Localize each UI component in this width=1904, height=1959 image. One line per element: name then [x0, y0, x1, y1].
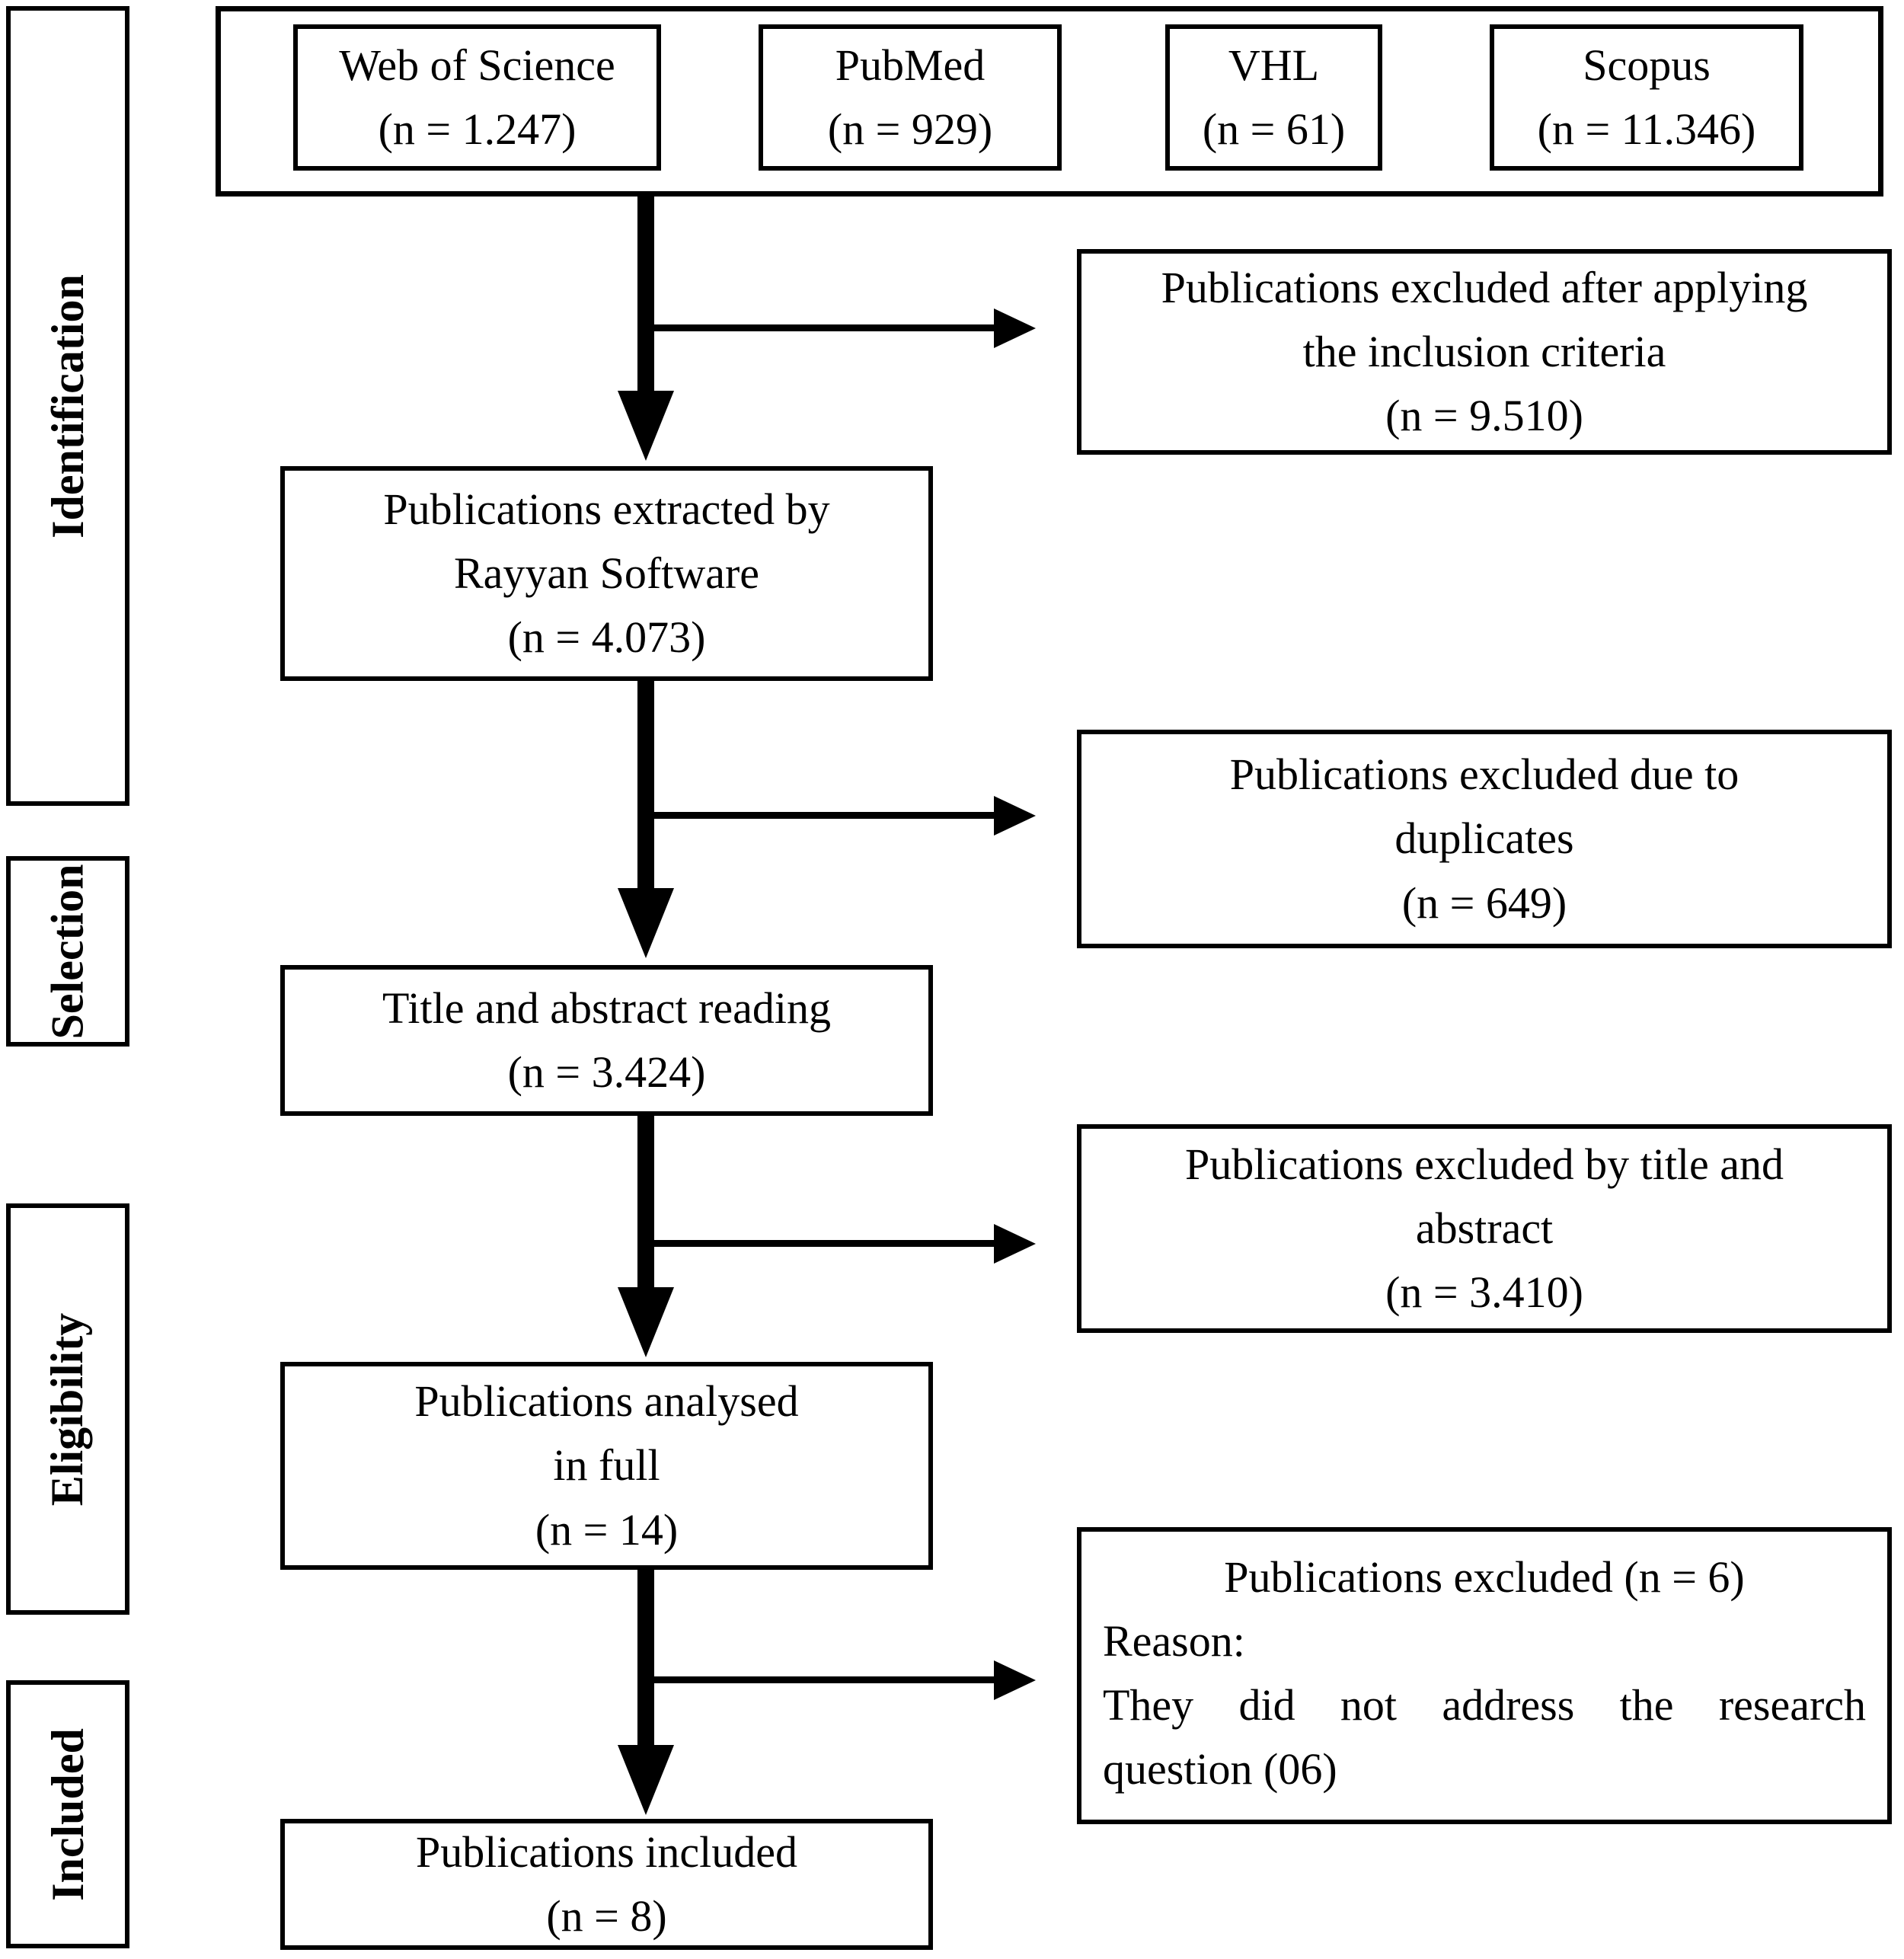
exclusion-count: (n = 649): [1401, 877, 1567, 928]
process-box-title-abstract-reading: Title and abstract reading (n = 3.424): [280, 965, 933, 1116]
exclusion-count: (n = 9.510): [1385, 391, 1583, 441]
exclusion-line: the inclusion criteria: [1302, 326, 1666, 376]
process-count: (n = 3.424): [507, 1047, 706, 1097]
process-line: in full: [553, 1440, 660, 1491]
exclusion-line: Publications excluded due to: [1229, 749, 1739, 800]
exclusion-line: Publications excluded by title and: [1184, 1139, 1784, 1189]
arrow-down-3-stem: [637, 1116, 654, 1289]
arrow-right-4-head: [994, 1660, 1036, 1700]
source-box-scopus: Scopus (n = 11.346): [1490, 24, 1803, 171]
source-box-pubmed: PubMed (n = 929): [759, 24, 1062, 171]
exclusion-title: Publications excluded (n = 6): [1224, 1552, 1745, 1602]
source-name: Web of Science: [339, 40, 615, 90]
process-count: (n = 8): [546, 1891, 667, 1941]
source-name: VHL: [1228, 40, 1320, 90]
exclusion-box-duplicates: Publications excluded due to duplicates …: [1077, 730, 1892, 948]
process-line: Title and abstract reading: [382, 983, 831, 1033]
exclusion-line: abstract: [1415, 1203, 1554, 1253]
stage-label-selection-text: Selection: [42, 864, 93, 1039]
process-line: Publications extracted by: [383, 484, 830, 534]
arrow-down-2-stem: [637, 681, 654, 890]
exclusion-box-inclusion-criteria: Publications excluded after applying the…: [1077, 249, 1892, 455]
arrow-right-4-stem: [654, 1676, 994, 1683]
arrow-down-3-head: [618, 1287, 674, 1357]
process-line: Publications included: [416, 1826, 797, 1877]
exclusion-reason-label: Reason:: [1103, 1616, 1245, 1667]
exclusion-line: Publications excluded after applying: [1161, 262, 1808, 312]
source-box-vhl: VHL (n = 61): [1165, 24, 1382, 171]
stage-label-included: Included: [6, 1680, 129, 1948]
process-box-extracted: Publications extracted by Rayyan Softwar…: [280, 466, 933, 681]
stage-label-identification: Identification: [6, 6, 129, 806]
stage-label-eligibility: Eligibility: [6, 1203, 129, 1615]
stage-label-identification-text: Identification: [42, 273, 93, 538]
arrow-right-2-head: [994, 796, 1036, 836]
arrow-right-3-head: [994, 1224, 1036, 1264]
source-name: PubMed: [835, 40, 986, 90]
arrow-down-4-stem: [637, 1570, 654, 1747]
process-box-analysed-in-full: Publications analysed in full (n = 14): [280, 1362, 933, 1570]
arrow-down-1-head: [618, 391, 674, 461]
arrow-down-4-head: [618, 1745, 674, 1815]
stage-label-selection: Selection: [6, 856, 129, 1047]
stage-label-included-text: Included: [42, 1727, 93, 1901]
exclusion-line: duplicates: [1394, 813, 1574, 864]
source-count: (n = 61): [1202, 104, 1346, 154]
exclusion-box-research-question: Publications excluded (n = 6) Reason: Th…: [1077, 1527, 1892, 1824]
exclusion-reason-line: question (06): [1103, 1744, 1337, 1794]
exclusion-count: (n = 3.410): [1385, 1267, 1583, 1318]
source-count: (n = 1.247): [378, 104, 577, 154]
arrow-down-1-stem: [637, 197, 654, 393]
arrow-right-2-stem: [654, 812, 994, 819]
exclusion-box-title-abstract: Publications excluded by title and abstr…: [1077, 1124, 1892, 1333]
process-count: (n = 14): [535, 1504, 679, 1555]
source-box-web-of-science: Web of Science (n = 1.247): [293, 24, 661, 171]
stage-label-eligibility-text: Eligibility: [42, 1312, 93, 1506]
source-count: (n = 929): [827, 104, 993, 154]
arrow-down-2-head: [618, 888, 674, 958]
process-line: Publications analysed: [414, 1376, 799, 1427]
source-name: Scopus: [1583, 40, 1711, 90]
exclusion-reason-line: They did not address the research: [1103, 1680, 1866, 1731]
arrow-right-1-stem: [654, 324, 994, 331]
source-count: (n = 11.346): [1537, 104, 1756, 154]
process-box-included: Publications included (n = 8): [280, 1819, 933, 1950]
arrow-right-1-head: [994, 308, 1036, 348]
process-line: Rayyan Software: [453, 548, 760, 598]
arrow-right-3-stem: [654, 1240, 994, 1247]
process-count: (n = 4.073): [507, 612, 706, 663]
